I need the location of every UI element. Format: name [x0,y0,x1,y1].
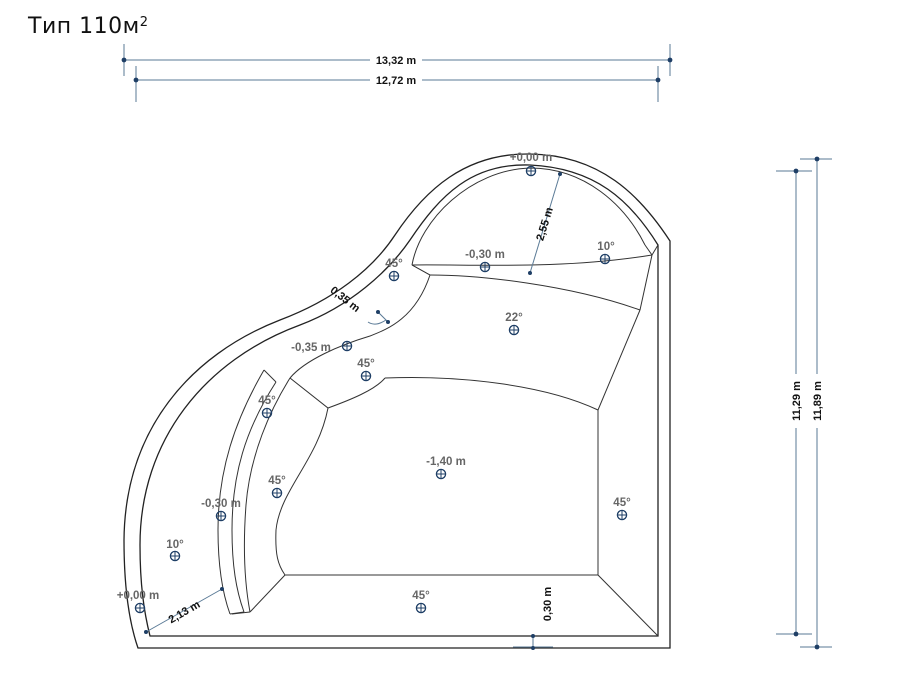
left-bench-inner [231,381,277,613]
step-top-label: 2,55 m [534,206,556,242]
marker-left-bench: -0,35 m [291,340,353,354]
marker-label: 10° [597,241,615,253]
outer-height-label: 11,89 m [812,381,824,421]
marker-label: -0,30 m [465,249,505,261]
deep-left-edge [275,407,329,576]
inner-width-label: 12,72 m [376,75,417,87]
dimension-inner-height: 11,29 m [776,168,812,637]
marker-deep-floor: -1,40 m [426,456,466,480]
deep-top-edge [384,376,599,411]
marker-left-step-slope: 45° [357,358,375,382]
marker-label: -1,40 m [426,456,466,468]
left-slope-edge [243,377,291,613]
left-bench-outer [217,369,265,615]
marker-mid-slope: 22° [505,312,523,336]
top-bench-edge [411,254,653,266]
pool-outer-wall [123,153,671,649]
dimension-wall-bottom: 0,30 m [513,587,554,650]
marker-label: -0,35 m [291,342,331,354]
top-step-arc [411,167,646,266]
markers-layer: +0,00 m -0,30 m 10° 45° 22° -0,35 m 45° 45° -1,4… [117,152,631,614]
dimension-wall-top: 0,35 m [328,284,390,325]
marker-top-bench: -0,30 m [465,249,505,273]
marker-label: 10° [166,539,184,551]
marker-label: 45° [385,258,403,270]
marker-label: 45° [357,358,375,370]
marker-label: 45° [268,475,286,487]
marker-bottom-slope: 45° [412,590,430,614]
page-title: Тип 110м2 [28,14,148,39]
outer-width-label: 13,32 m [376,55,417,67]
dimension-outer-width: 13,32 m [121,44,673,76]
marker-label: +0,00 m [510,152,553,164]
marker-label: +0,00 m [117,590,160,602]
marker-top-edge: +0,00 m [510,152,553,177]
marker-label: 45° [258,395,276,407]
marker-lower-left-slope: 10° [166,539,184,562]
dimension-outer-height: 11,89 m [800,156,832,650]
upper-slope-edge [429,274,641,311]
marker-label: -0,30 m [201,498,241,510]
title-text: Тип 110м [28,14,140,39]
marker-label: 45° [412,590,430,602]
left-step-outer [289,274,431,379]
marker-left-curve-slope: 45° [258,395,276,419]
marker-upper-left-slope: 45° [385,258,403,282]
marker-label: 22° [505,312,523,324]
step-left-label: 2,13 m [167,599,203,627]
marker-inner-left-slope: 45° [268,475,286,499]
dimension-step-top: 2,55 m [528,172,562,275]
marker-top-right-slope: 10° [597,241,615,265]
left-step-inner [289,377,386,409]
marker-bottom-edge: +0,00 m [117,590,160,614]
wall-bottom-label: 0,30 m [542,587,554,621]
inner-height-label: 11,29 m [791,381,803,421]
marker-label: 45° [613,497,631,509]
marker-right-slope: 45° [613,497,631,521]
wall-top-label: 0,35 m [328,284,363,315]
title-superscript: 2 [139,15,149,30]
marker-lower-bench: -0,30 m [201,498,241,522]
pool-inner-wall [139,164,659,637]
dimension-inner-width: 12,72 m [133,66,661,102]
